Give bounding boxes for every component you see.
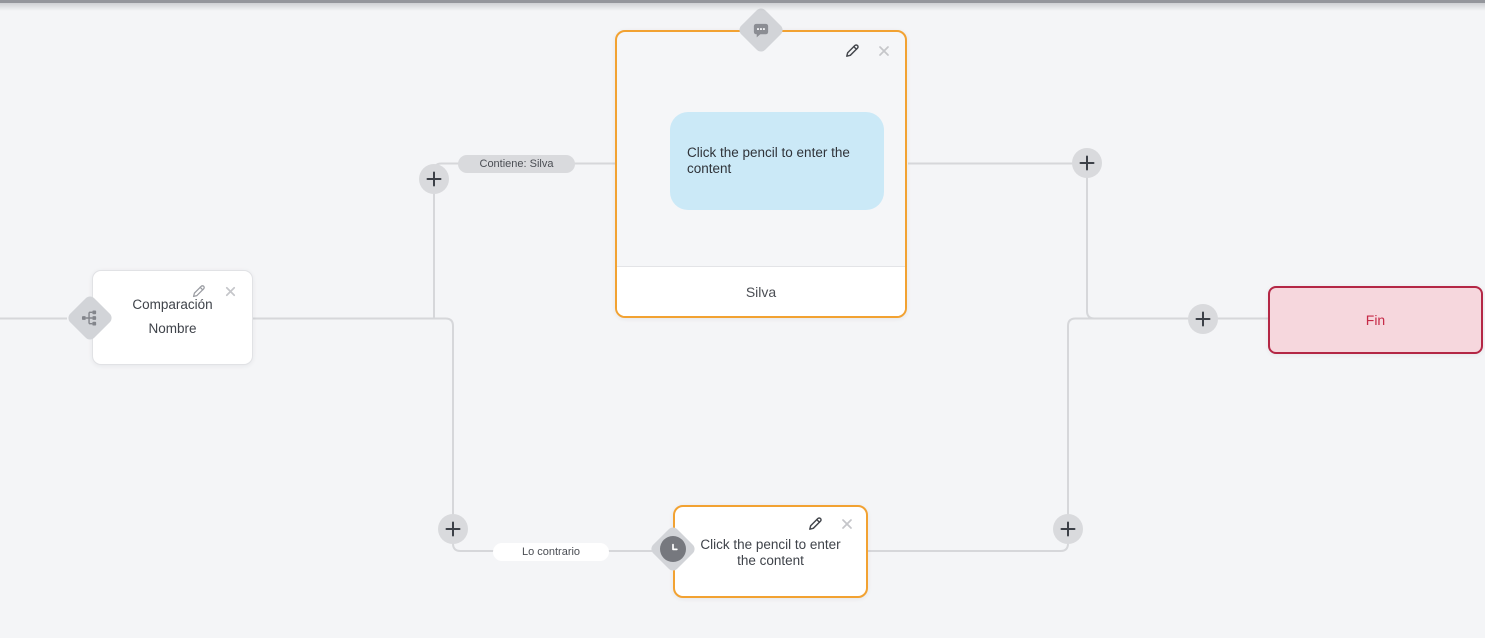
chat-bubble-icon xyxy=(753,23,769,38)
edge-true-branch xyxy=(433,162,615,319)
toolbar-bottom-edge xyxy=(0,0,1485,3)
edge-label-otherwise[interactable]: Lo contrario xyxy=(493,543,609,561)
comparison-port-badge xyxy=(65,293,115,343)
message-footer: Silva xyxy=(617,266,905,316)
edge-label-contains[interactable]: Contiene: Silva xyxy=(458,155,575,173)
clock-icon xyxy=(660,536,686,562)
end-node[interactable]: Fin xyxy=(1268,286,1483,354)
toolbar-shadow xyxy=(0,3,1485,11)
delete-comparison-button[interactable] xyxy=(221,282,239,300)
edge-timer-to-end xyxy=(868,317,1268,552)
add-node-after-timer-button[interactable] xyxy=(1053,514,1083,544)
pencil-icon xyxy=(846,44,859,57)
add-node-before-end-button[interactable] xyxy=(1188,304,1218,334)
comparison-subtitle: Nombre xyxy=(148,321,197,336)
delete-message-button[interactable] xyxy=(875,42,893,60)
timer-node[interactable]: Click the pencil to enter the content xyxy=(673,505,868,598)
comparison-node[interactable]: Comparación Nombre xyxy=(92,270,253,365)
plus-icon xyxy=(1195,311,1211,327)
add-node-true-branch-button[interactable] xyxy=(419,164,449,194)
edit-message-button[interactable] xyxy=(843,42,861,60)
delete-timer-button[interactable] xyxy=(838,515,856,533)
comparison-title: Comparación xyxy=(132,297,213,312)
close-icon xyxy=(879,46,889,56)
plus-icon xyxy=(426,171,442,187)
add-node-false-branch-button[interactable] xyxy=(438,514,468,544)
close-icon xyxy=(842,519,852,529)
add-node-after-message-button[interactable] xyxy=(1072,148,1102,178)
message-body: Click the pencil to enter the content xyxy=(670,112,884,210)
edit-comparison-button[interactable] xyxy=(189,282,207,300)
edit-timer-button[interactable] xyxy=(806,515,824,533)
message-port-badge xyxy=(736,5,786,55)
timer-body: Click the pencil to enter the content xyxy=(700,537,841,568)
branch-icon xyxy=(81,310,97,326)
pencil-icon xyxy=(809,517,822,530)
plus-icon xyxy=(1060,521,1076,537)
close-icon xyxy=(225,286,235,296)
timer-port-badge xyxy=(648,524,698,574)
edge-false-branch xyxy=(253,317,652,552)
pencil-icon xyxy=(192,284,205,297)
plus-icon xyxy=(445,521,461,537)
edge-message-to-end xyxy=(908,162,1268,320)
plus-icon xyxy=(1079,155,1095,171)
message-node[interactable]: Click the pencil to enter the content Si… xyxy=(615,30,907,318)
end-node-label: Fin xyxy=(1365,312,1386,328)
